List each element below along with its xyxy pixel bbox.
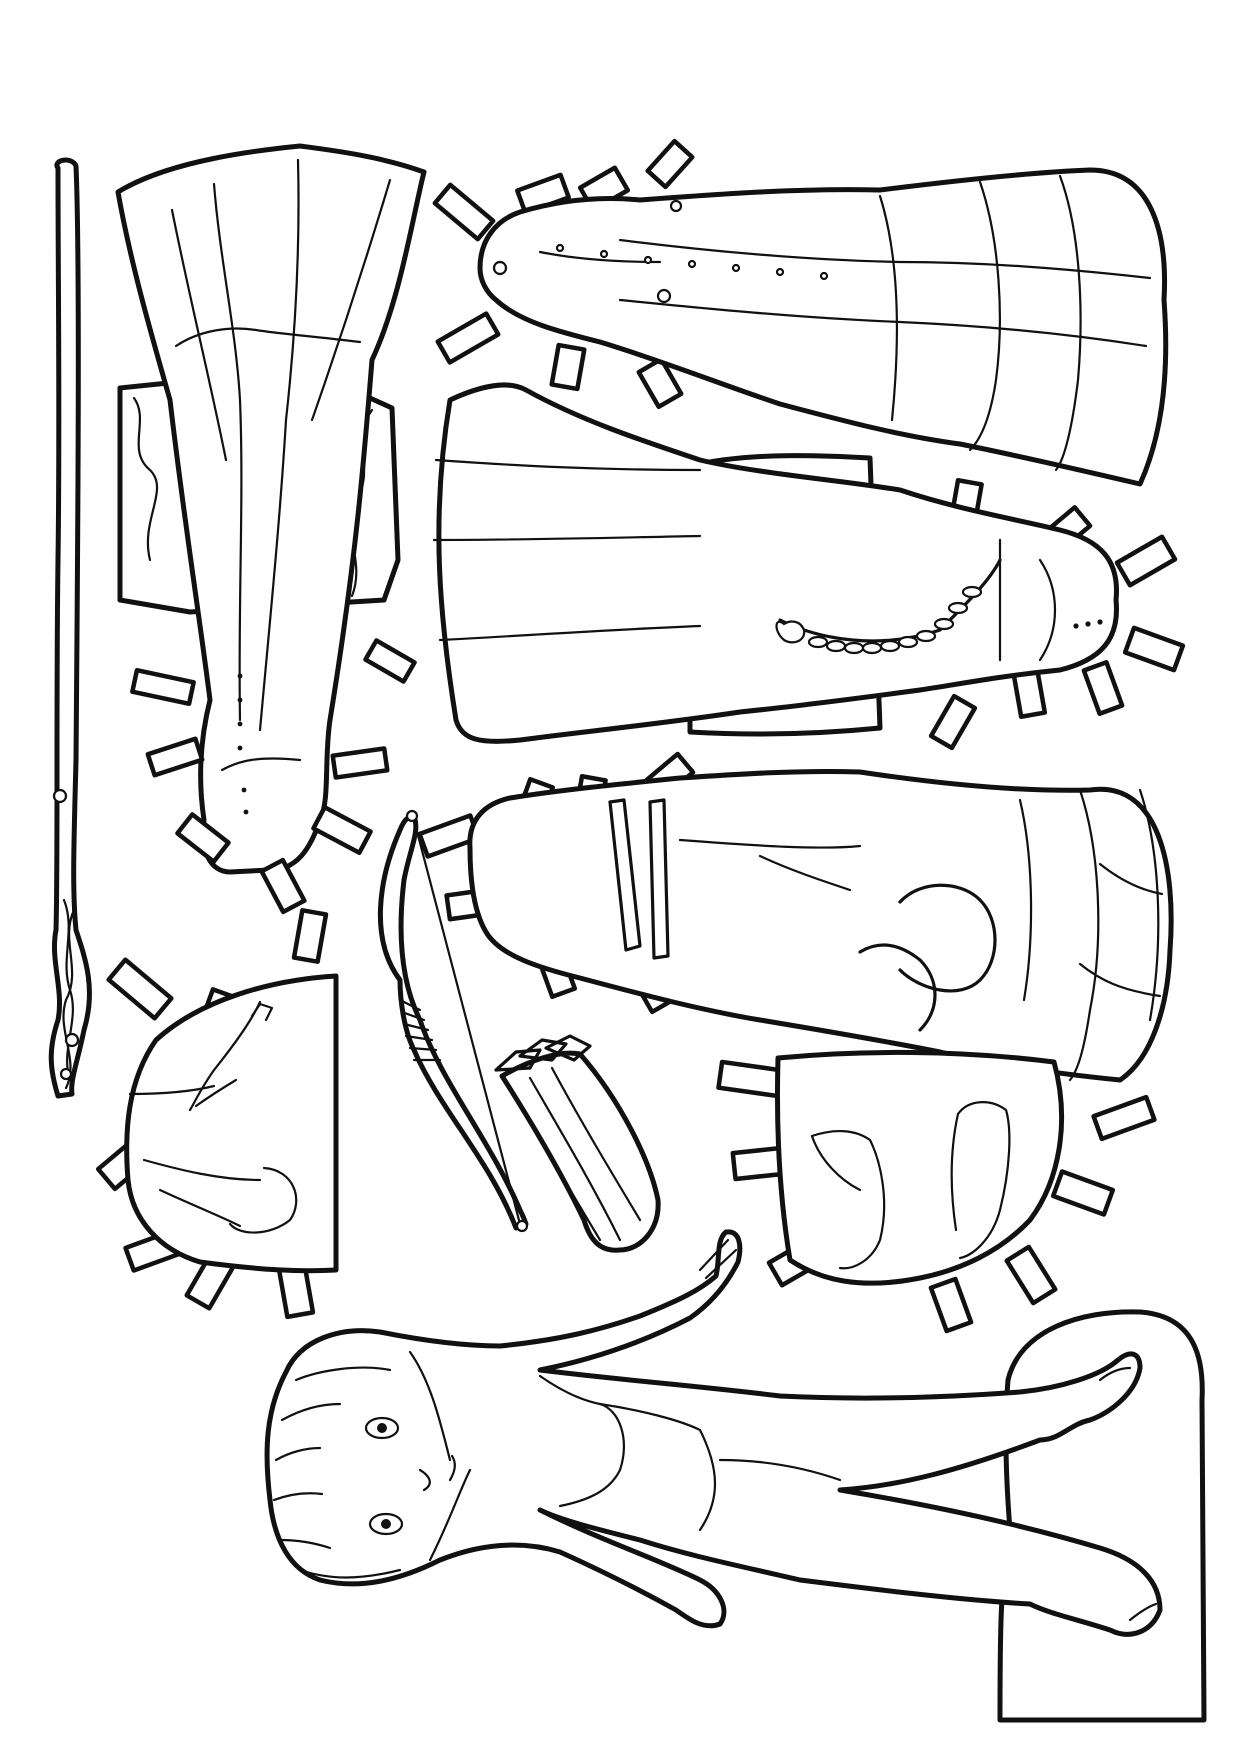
twisted-staff-icon [48,157,92,1099]
boots-icon [716,1049,1157,1334]
heart-pendant-icon [775,620,806,644]
long-gown-icon [432,138,1169,487]
face-icon [364,1416,456,1536]
long-gown-icon [115,143,427,915]
button-row [1073,619,1103,629]
long-gown-with-chain-icon [432,382,1186,751]
arrow-fletching-icon [494,1034,592,1072]
sandals-icon [95,908,339,1320]
bow-grip-icon [398,998,442,1062]
button-row [555,243,829,281]
paper-doll-figure-icon [264,1229,1207,1723]
braided-hair-icon [272,1350,472,1579]
chain-icon [807,585,983,655]
brooch-icon [492,199,683,304]
quiver-icon [494,1034,661,1253]
bow-icon [377,809,529,1233]
button-row [237,673,249,815]
long-gown-with-sash-icon [417,751,1174,1083]
